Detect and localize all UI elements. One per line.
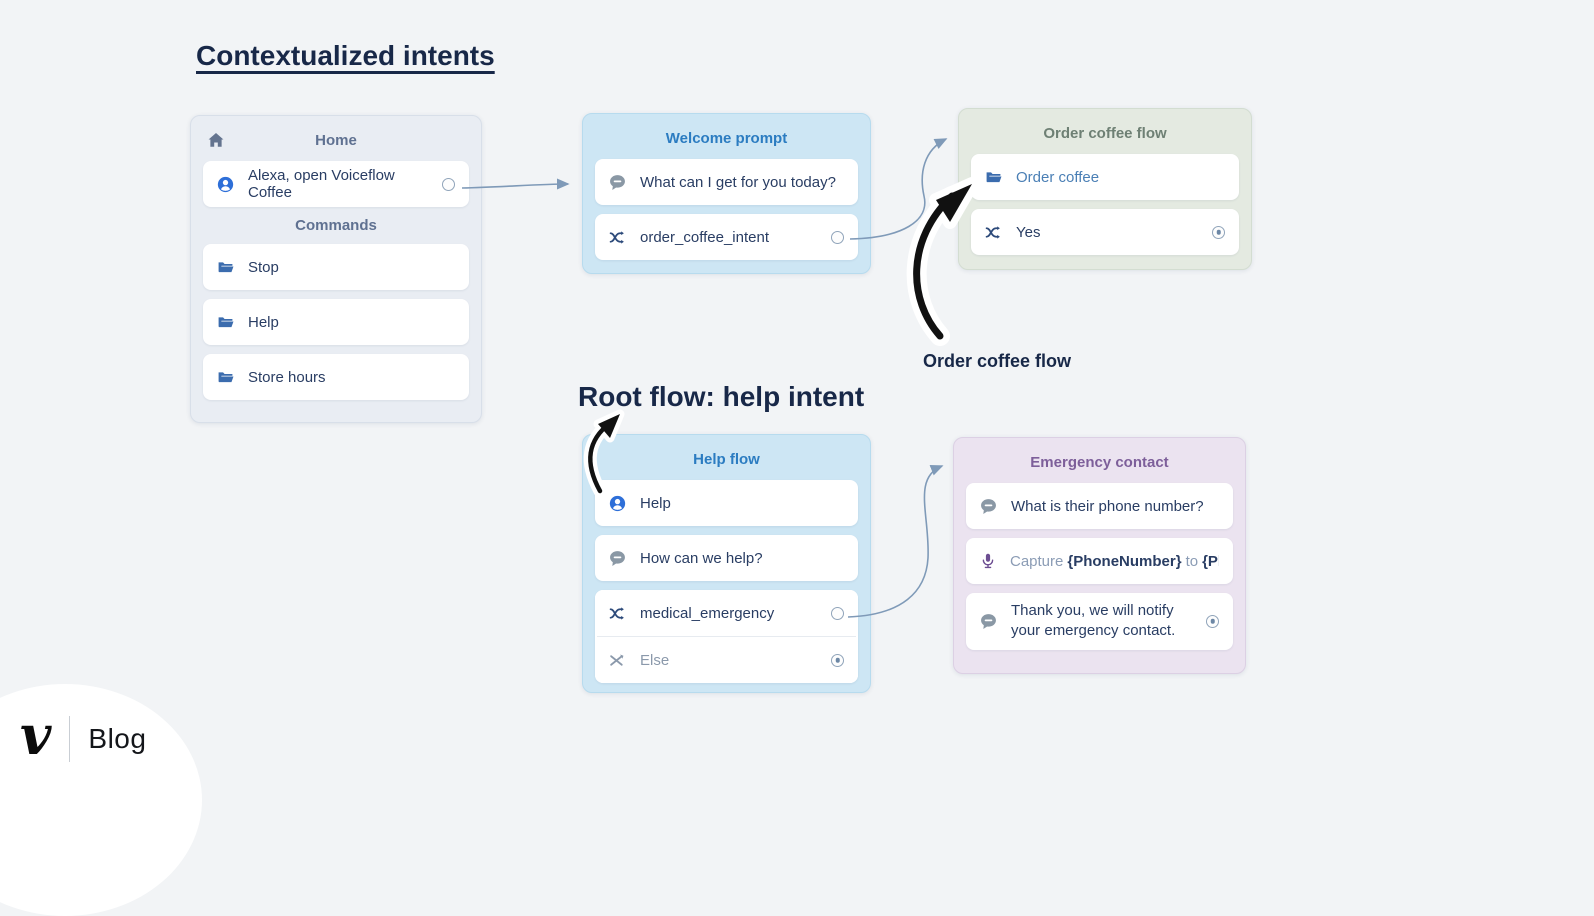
capture-card[interactable]: Capture{PhoneNumber}to{Ph... [966,538,1233,584]
card-divider [597,636,856,637]
intent-icon [609,229,626,246]
intent-card-port[interactable] [831,230,844,244]
page-title: Contextualized intents [196,40,495,71]
intent-card-order-coffee[interactable]: order_coffee_intent [595,214,858,260]
footer-divider [69,716,71,762]
emergency-block-title: Emergency contact [1030,454,1169,471]
folder-icon [217,314,234,331]
command-card-label: Help [248,313,279,331]
intent-card-port[interactable] [1212,225,1225,239]
intent-card-label: Yes [1016,223,1041,241]
help-start-card[interactable]: Help [595,480,858,526]
speak-card-how-can-we-help[interactable]: How can we help? [595,535,858,581]
command-card-label: Store hours [248,368,326,386]
speak-card-label: How can we help? [640,549,763,567]
start-card[interactable]: Alexa, open Voiceflow Coffee [203,161,469,207]
folder-icon [217,369,234,386]
speak-icon [980,498,997,515]
person-icon [609,495,626,512]
intent-icon [985,224,1002,241]
welcome-block-title: Welcome prompt [665,130,788,147]
hand-arrow-label: Order coffee flow [923,351,1072,371]
else-card[interactable]: Else [595,637,858,683]
welcome-prompt-block[interactable]: Welcome prompt What can I get for you to… [582,113,871,274]
order-block-title: Order coffee flow [1043,125,1167,142]
emergency-contact-block[interactable]: Emergency contact What is their phone nu… [953,437,1246,674]
order-coffee-flow-block[interactable]: Order coffee flow Order coffee Yes [958,108,1252,270]
start-card-label: Alexa, open Voiceflow Coffee [248,167,395,201]
speak-icon [609,550,626,567]
intent-card-label: medical_emergency [640,604,775,622]
speak-card-label: What is their phone number? [1011,497,1204,515]
help-start-card-label: Help [640,494,671,512]
home-icon [207,131,225,149]
command-card-store-hours[interactable]: Store hours [203,354,469,400]
intent-icon [609,605,626,622]
intent-card-port[interactable] [831,606,844,620]
else-icon [609,652,626,669]
speak-icon [609,174,626,191]
help-flow-block[interactable]: Help flow Help How can we help? medical_… [582,434,871,693]
start-card-port[interactable] [442,177,455,191]
intent-card-label: order_coffee_intent [640,228,769,246]
help-block-title: Help flow [693,451,760,468]
intent-card-yes[interactable]: Yes [971,209,1239,255]
commands-label: Commands [295,217,377,234]
command-card-stop[interactable]: Stop [203,244,469,290]
home-block-title: Home [315,132,357,149]
command-card-help[interactable]: Help [203,299,469,345]
voiceflow-logo-icon[interactable]: v [20,703,52,767]
flow-card-label: Order coffee [1016,168,1100,186]
flow-card-order-coffee[interactable]: Order coffee [971,154,1239,200]
speak-card-phone-number[interactable]: What is their phone number? [966,483,1233,529]
else-card-label: Else [640,651,670,669]
person-icon [217,176,234,193]
speak-card-label: Thank you, we will notify your emergency… [1011,602,1176,640]
mic-icon [980,553,996,569]
speak-icon [980,613,997,630]
intent-card-group: medical_emergency Else [595,590,858,683]
blog-label[interactable]: Blog [88,723,147,754]
folder-icon [985,169,1002,186]
speak-card-thank-you[interactable]: Thank you, we will notify your emergency… [966,593,1233,650]
home-block[interactable]: Home Alexa, open Voiceflow Coffee Comman… [190,115,482,423]
speak-card-port[interactable] [1206,614,1219,628]
command-card-label: Stop [248,258,279,276]
speak-card-label: What can I get for you today? [640,173,836,191]
else-card-port[interactable] [831,653,844,667]
speak-card[interactable]: What can I get for you today? [595,159,858,205]
section-heading-root-flow: Root flow: help intent [578,381,865,412]
folder-icon [217,259,234,276]
capture-card-label: Capture{PhoneNumber}to{Ph... [1010,552,1219,570]
footer-brand[interactable]: v Blog [20,708,147,766]
intent-card-medical-emergency[interactable]: medical_emergency [595,590,858,636]
